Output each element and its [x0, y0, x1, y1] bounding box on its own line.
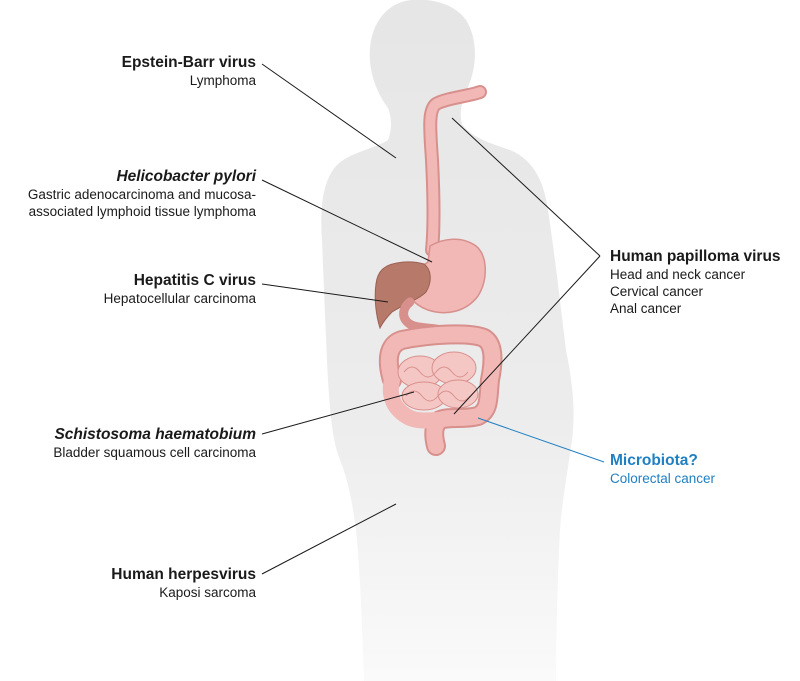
- label-schistosoma: Schistosoma haematobium Bladder squamous…: [20, 426, 256, 461]
- label-line: Bladder squamous cell carcinoma: [53, 445, 256, 460]
- small-intestine: [397, 351, 479, 411]
- label-line: Gastric adenocarcinoma and mucosa-: [27, 187, 256, 202]
- label-title: Epstein-Barr virus: [121, 54, 256, 71]
- label-hepatitis-c: Hepatitis C virus Hepatocellular carcino…: [40, 272, 256, 307]
- label-line: Colorectal cancer: [610, 471, 716, 486]
- label-title: Microbiota?: [610, 452, 698, 469]
- leader-ebv: [261, 63, 397, 159]
- label-title: Helicobacter pylori: [116, 168, 256, 185]
- label-line: associated lymphoid tissue lymphoma: [28, 204, 256, 219]
- label-line: Cervical cancer: [610, 284, 704, 299]
- leader-herpes: [261, 503, 397, 575]
- label-line: Lymphoma: [189, 73, 256, 88]
- leader-hpylori: [261, 179, 433, 263]
- label-microbiota: Microbiota? Colorectal cancer: [610, 452, 790, 487]
- leader-hcv: [261, 283, 389, 303]
- label-title: Human herpesvirus: [111, 566, 256, 583]
- label-line: Head and neck cancer: [610, 267, 746, 282]
- label-title: Schistosoma haematobium: [54, 426, 256, 443]
- label-line: Hepatocellular carcinoma: [103, 291, 256, 306]
- liver: [374, 261, 431, 330]
- leader-hpv-throat: [451, 117, 601, 257]
- label-helicobacter: Helicobacter pylori Gastric adenocarcino…: [0, 168, 256, 220]
- label-herpesvirus: Human herpesvirus Kaposi sarcoma: [40, 566, 256, 601]
- leader-microbiota: [477, 417, 605, 463]
- label-title: Human papilloma virus: [610, 248, 781, 265]
- label-title: Hepatitis C virus: [133, 272, 256, 289]
- label-epstein-barr: Epstein-Barr virus Lymphoma: [40, 54, 256, 89]
- leader-hpv-anus: [453, 255, 601, 415]
- leader-schisto: [261, 391, 415, 435]
- label-papilloma: Human papilloma virus Head and neck canc…: [610, 248, 800, 317]
- leader-lines: [261, 63, 601, 575]
- label-line: Anal cancer: [610, 301, 682, 316]
- label-line: Kaposi sarcoma: [159, 585, 256, 600]
